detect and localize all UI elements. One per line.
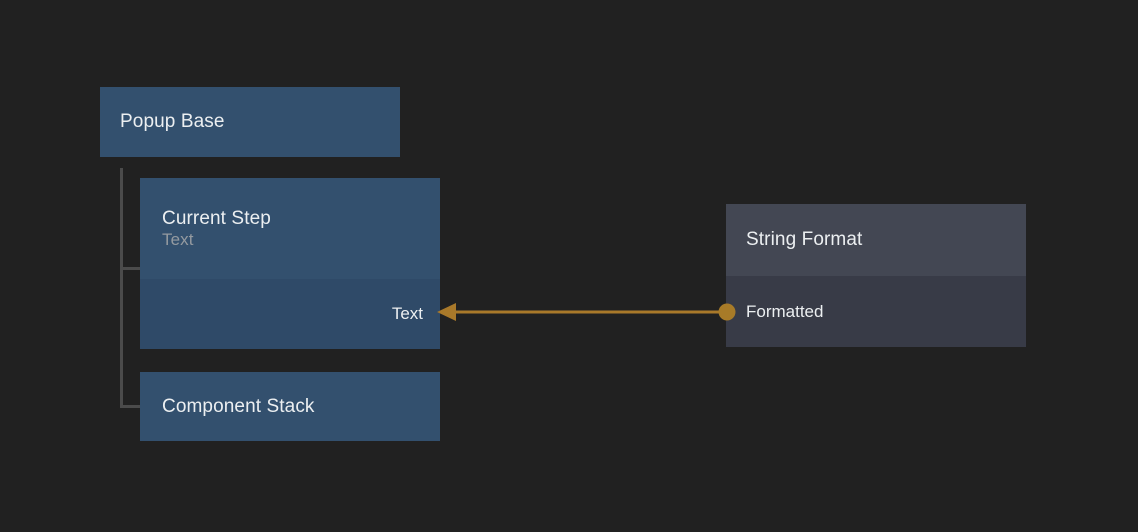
- node-string-format-body[interactable]: Formatted: [726, 276, 1026, 347]
- node-string-format-header[interactable]: String Format: [726, 204, 1026, 276]
- node-current-step-subtitle: Text: [162, 229, 194, 249]
- node-component-stack[interactable]: Component Stack: [140, 372, 440, 441]
- node-component-stack-header[interactable]: Component Stack: [140, 372, 440, 441]
- node-popup-base-header[interactable]: Popup Base: [100, 87, 400, 157]
- node-current-step-header[interactable]: Current Step Text: [140, 178, 440, 279]
- input-pin-text-label: Text: [391, 304, 423, 323]
- node-string-format[interactable]: String Format Formatted: [726, 204, 1026, 347]
- node-current-step-body[interactable]: Text: [140, 279, 440, 349]
- output-pin-formatted-label: Formatted: [746, 301, 824, 321]
- tree-connector-stub-current-step: [120, 267, 140, 270]
- input-pin-text[interactable]: Text: [392, 279, 423, 349]
- node-popup-base[interactable]: Popup Base: [100, 87, 400, 157]
- node-current-step-title: Current Step: [162, 207, 271, 229]
- node-popup-base-title: Popup Base: [120, 111, 225, 132]
- node-string-format-title: String Format: [746, 229, 863, 250]
- node-component-stack-title: Component Stack: [162, 395, 315, 417]
- tree-connector-vertical: [120, 168, 123, 408]
- node-current-step[interactable]: Current Step Text Text: [140, 178, 440, 349]
- tree-connector-stub-component-stack: [120, 405, 140, 408]
